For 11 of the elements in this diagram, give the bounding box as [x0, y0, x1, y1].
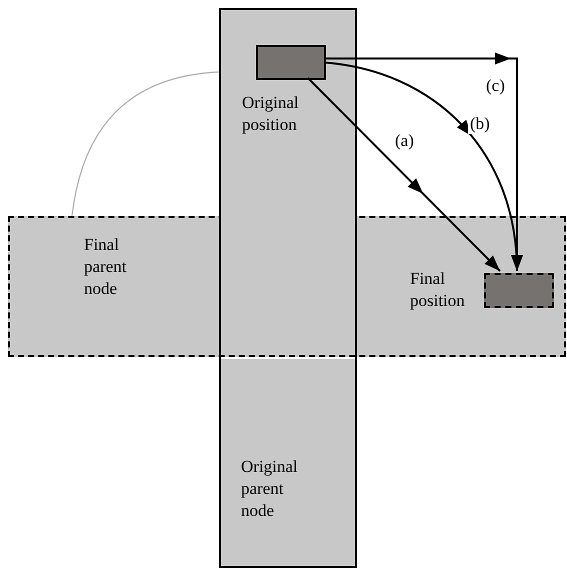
edge-label: (a) — [393, 131, 416, 151]
position-label: Final position — [410, 268, 466, 312]
parent-node-region — [8, 216, 566, 357]
position-label: Original position — [242, 92, 300, 136]
node-label: Final parent node — [84, 234, 128, 300]
parent-node-region — [219, 8, 357, 568]
edge-label: (c) — [484, 76, 507, 96]
position-box — [484, 273, 554, 308]
position-box — [256, 45, 326, 80]
node-label: Original parent node — [241, 456, 299, 522]
edge-label: (b) — [468, 114, 492, 134]
